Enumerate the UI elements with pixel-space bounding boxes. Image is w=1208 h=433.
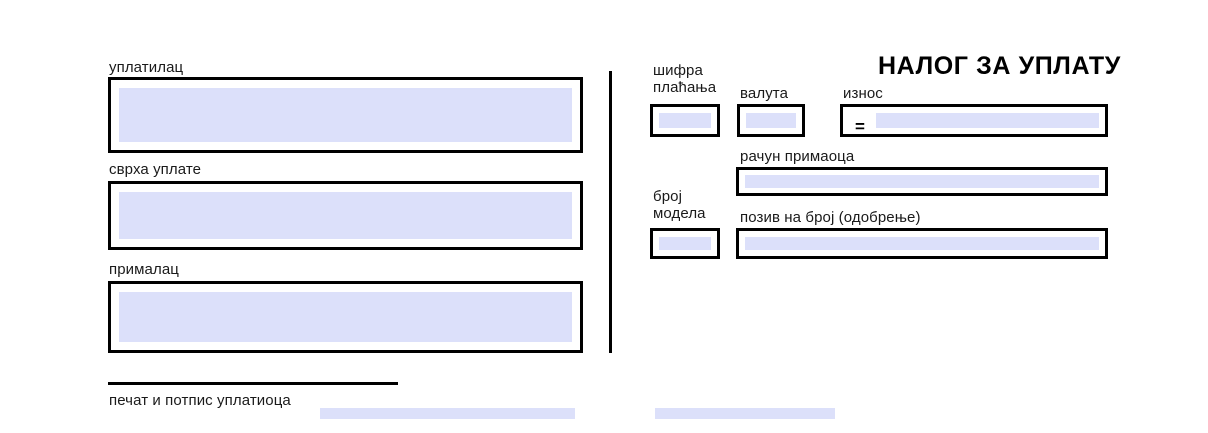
field-payment-code-input[interactable] bbox=[659, 113, 711, 128]
field-reference-number[interactable] bbox=[736, 228, 1108, 259]
label-amount: износ bbox=[843, 85, 883, 102]
label-payment-code: шифра плаћања bbox=[653, 62, 717, 96]
label-currency: валута bbox=[740, 85, 789, 102]
label-recipient-account: рачун примаоца bbox=[740, 148, 855, 165]
field-bottom-left-input[interactable] bbox=[320, 408, 575, 419]
label-recipient: примaлац bbox=[109, 261, 179, 278]
label-stamp-and-signature: печат и потпис уплатиоца bbox=[109, 392, 291, 409]
field-recipient-account[interactable] bbox=[736, 167, 1108, 196]
field-payer-input[interactable] bbox=[119, 88, 572, 142]
label-payer: уплатилац bbox=[109, 59, 184, 76]
field-bottom-right-input[interactable] bbox=[655, 408, 835, 419]
equals-icon: = bbox=[855, 117, 865, 136]
field-payment-purpose[interactable] bbox=[108, 181, 583, 250]
field-recipient-account-input[interactable] bbox=[745, 175, 1099, 188]
field-payer[interactable] bbox=[108, 77, 583, 153]
field-reference-number-input[interactable] bbox=[745, 237, 1099, 250]
field-recipient-input[interactable] bbox=[119, 292, 572, 342]
label-reference-number: позив на број (одобрење) bbox=[740, 209, 921, 226]
field-currency[interactable] bbox=[737, 104, 805, 137]
field-payment-code[interactable] bbox=[650, 104, 720, 137]
field-recipient[interactable] bbox=[108, 281, 583, 353]
column-divider bbox=[609, 71, 612, 353]
label-model-number: број модела bbox=[653, 188, 706, 222]
signature-rule bbox=[108, 382, 398, 385]
label-payment-purpose: сврха уплате bbox=[109, 161, 202, 178]
field-amount[interactable]: = bbox=[840, 104, 1108, 137]
page-title: НАЛОГ ЗА УПЛАТУ bbox=[878, 52, 1121, 80]
field-model-number-input[interactable] bbox=[659, 237, 711, 250]
field-model-number[interactable] bbox=[650, 228, 720, 259]
field-currency-input[interactable] bbox=[746, 113, 796, 128]
field-amount-input[interactable] bbox=[876, 113, 1099, 128]
field-payment-purpose-input[interactable] bbox=[119, 192, 572, 239]
